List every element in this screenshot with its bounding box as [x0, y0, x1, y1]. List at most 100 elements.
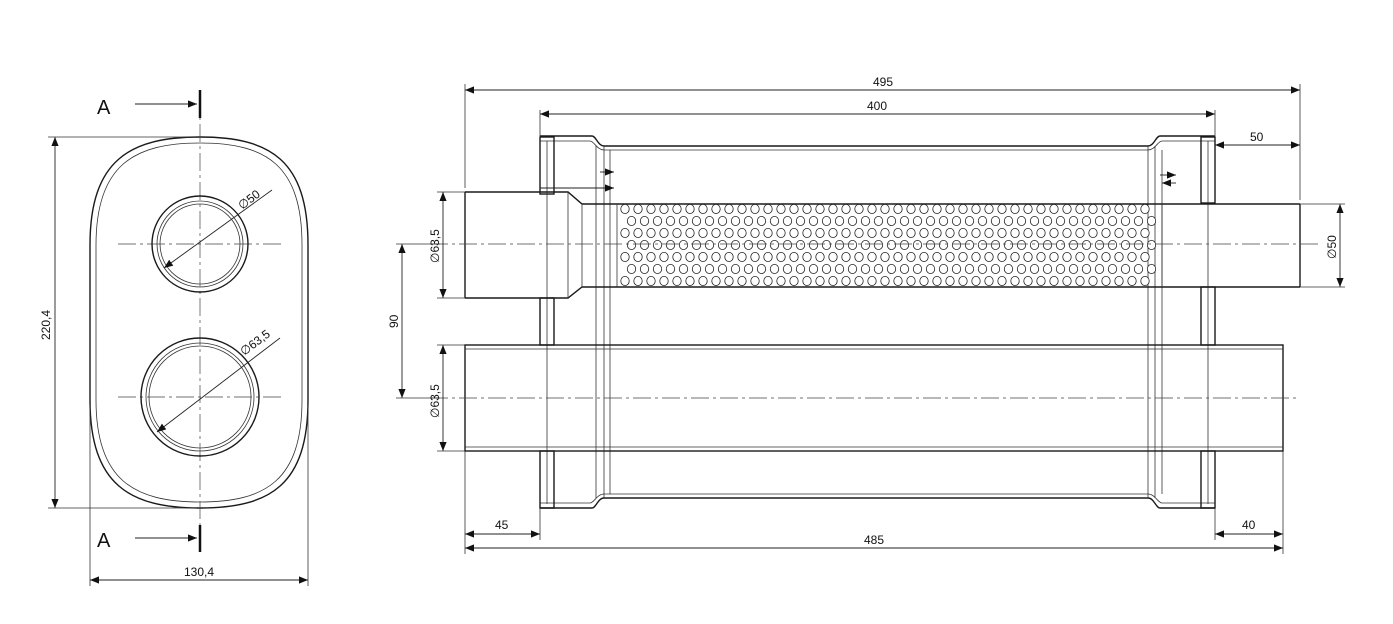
perforation-hole — [730, 263, 741, 274]
perforation-hole — [958, 203, 968, 214]
perforation-hole — [1081, 215, 1092, 226]
perforation-hole — [1036, 203, 1046, 214]
perforation-hole — [646, 203, 656, 214]
perforation-hole — [899, 263, 910, 274]
perforation-hole — [1049, 251, 1059, 262]
perforation-hole — [1003, 215, 1014, 226]
perforation-hole — [1120, 239, 1131, 250]
perforation-hole — [1003, 239, 1014, 250]
perforation-hole — [912, 215, 923, 226]
perforation-hole — [997, 203, 1007, 214]
perforation-hole — [633, 251, 643, 262]
perforation-hole — [685, 251, 695, 262]
perforation-hole — [958, 251, 968, 262]
perforation-hole — [782, 239, 793, 250]
perforation-holes — [620, 203, 1157, 286]
perforation-hole — [1049, 203, 1059, 214]
perforation-hole — [711, 251, 721, 262]
perforation-hole — [977, 215, 988, 226]
perforation-hole — [750, 251, 760, 262]
perforation-hole — [802, 275, 812, 286]
perforation-hole — [932, 227, 942, 238]
perforation-hole — [1075, 251, 1085, 262]
perforation-hole — [685, 227, 695, 238]
perforation-hole — [925, 263, 936, 274]
width-dimension-label: 130,4 — [184, 565, 214, 579]
perforation-hole — [906, 203, 916, 214]
end-view-outline — [89, 136, 309, 509]
perforation-hole — [1010, 275, 1020, 286]
perforation-hole — [1023, 251, 1033, 262]
perforation-hole — [763, 203, 773, 214]
perforation-hole — [828, 251, 838, 262]
perforation-hole — [691, 263, 702, 274]
perforation-hole — [769, 215, 780, 226]
perforation-hole — [828, 203, 838, 214]
perforation-hole — [821, 215, 832, 226]
perforation-hole — [1062, 227, 1072, 238]
perforation-hole — [834, 239, 845, 250]
perforation-hole — [698, 227, 708, 238]
perforation-hole — [1075, 227, 1085, 238]
perforation-hole — [1055, 263, 1066, 274]
perforation-hole — [1042, 239, 1053, 250]
inlet-pipe-top — [465, 191, 1300, 205]
perforation-hole — [652, 239, 663, 250]
perforation-hole — [685, 275, 695, 286]
perforation-hole — [626, 215, 637, 226]
perforation-hole — [1042, 215, 1053, 226]
perforation-hole — [704, 263, 715, 274]
perforation-hole — [1068, 215, 1079, 226]
small-hole-diameter-label: ∅50 — [235, 187, 263, 213]
perforation-hole — [1068, 263, 1079, 274]
perforation-hole — [906, 227, 916, 238]
perforation-hole — [1036, 275, 1046, 286]
perforation-hole — [639, 215, 650, 226]
perforation-hole — [932, 203, 942, 214]
perforation-hole — [704, 215, 715, 226]
perforation-hole — [698, 251, 708, 262]
perforation-hole — [906, 275, 916, 286]
perforation-hole — [990, 239, 1001, 250]
perforation-hole — [971, 275, 981, 286]
perforation-hole — [821, 263, 832, 274]
perforation-hole — [821, 239, 832, 250]
perforation-hole — [932, 275, 942, 286]
perforation-hole — [951, 263, 962, 274]
perforation-hole — [1088, 227, 1098, 238]
perforation-hole — [834, 215, 845, 226]
perforation-hole — [717, 215, 728, 226]
perforation-hole — [1010, 251, 1020, 262]
perforation-hole — [691, 215, 702, 226]
perforation-hole — [620, 275, 630, 286]
perforation-hole — [685, 203, 695, 214]
perforation-hole — [659, 227, 669, 238]
perforation-hole — [724, 251, 734, 262]
perforation-hole — [737, 227, 747, 238]
perforation-hole — [789, 227, 799, 238]
perforation-hole — [899, 239, 910, 250]
perforation-hole — [997, 227, 1007, 238]
end-view-inner-outline — [95, 142, 303, 503]
large-hole-diameter-line — [156, 337, 281, 433]
perforation-hole — [938, 263, 949, 274]
perforation-hole — [893, 275, 903, 286]
perforation-hole — [1068, 239, 1079, 250]
perforation-hole — [945, 251, 955, 262]
perforation-hole — [815, 275, 825, 286]
perforation-hole — [880, 275, 890, 286]
perforation-hole — [1101, 275, 1111, 286]
perforation-hole — [867, 251, 877, 262]
large-hole-outer — [140, 337, 260, 457]
dim-400-label: 400 — [867, 99, 887, 113]
perforation-hole — [665, 239, 676, 250]
perforation-hole — [698, 275, 708, 286]
perforation-hole — [652, 215, 663, 226]
perforation-hole — [828, 227, 838, 238]
perforation-hole — [659, 203, 669, 214]
perforation-hole — [964, 215, 975, 226]
perforation-hole — [873, 239, 884, 250]
dim-outlet-label: ∅50 — [1325, 235, 1339, 259]
perforation-hole — [925, 215, 936, 226]
perforation-hole — [1088, 251, 1098, 262]
